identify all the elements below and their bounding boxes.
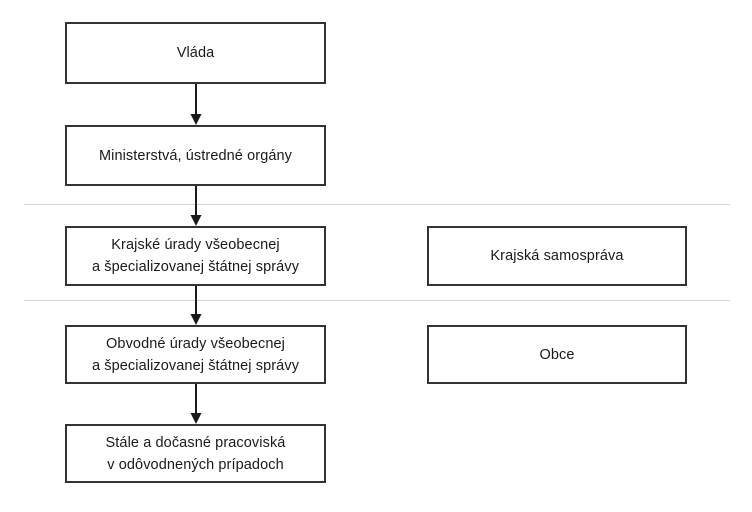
node-krajske-urady-line2: a špecializovanej štátnej správy xyxy=(91,259,300,275)
node-krajske-urady[interactable]: Krajské úrady všeobecnej a špecializovan… xyxy=(65,226,326,286)
node-ministerstva[interactable]: Ministerstvá, ústredné orgány xyxy=(65,125,326,186)
node-stale-pracoviska-line1: Stále a dočasné pracoviská xyxy=(105,434,286,451)
node-obce-line1: Obce xyxy=(539,346,575,363)
node-stale-pracoviska[interactable]: Stále a dočasné pracoviská v odôvodnenýc… xyxy=(65,424,326,483)
separator-level-2 xyxy=(24,300,730,301)
connector-ministerstva-to-krajske-urady xyxy=(190,186,202,226)
node-obce[interactable]: Obce xyxy=(427,325,687,384)
node-vlada-line1: Vláda xyxy=(176,45,215,61)
connector-vlada-to-ministerstva xyxy=(190,84,202,125)
node-ministerstva-line1: Ministerstvá, ústredné orgány xyxy=(98,147,293,164)
separator-level-1 xyxy=(24,204,730,205)
node-obvodne-urady-line2: a špecializovanej štátnej správy xyxy=(91,357,300,374)
node-krajske-urady-line1: Krajské úrady všeobecnej xyxy=(111,237,280,253)
connector-obvodne-urady-to-stale-pracoviska xyxy=(190,384,202,424)
connector-krajske-urady-to-obvodne-urady xyxy=(190,286,202,325)
node-stale-pracoviska-line2: v odôvodnených prípadoch xyxy=(107,456,284,473)
node-vlada[interactable]: Vláda xyxy=(65,22,326,84)
node-obvodne-urady[interactable]: Obvodné úrady všeobecnej a špecializovan… xyxy=(65,325,326,384)
node-krajska-samosprava[interactable]: Krajská samospráva xyxy=(427,226,687,286)
node-krajska-samosprava-line1: Krajská samospráva xyxy=(490,248,624,264)
node-obvodne-urady-line1: Obvodné úrady všeobecnej xyxy=(106,335,285,352)
